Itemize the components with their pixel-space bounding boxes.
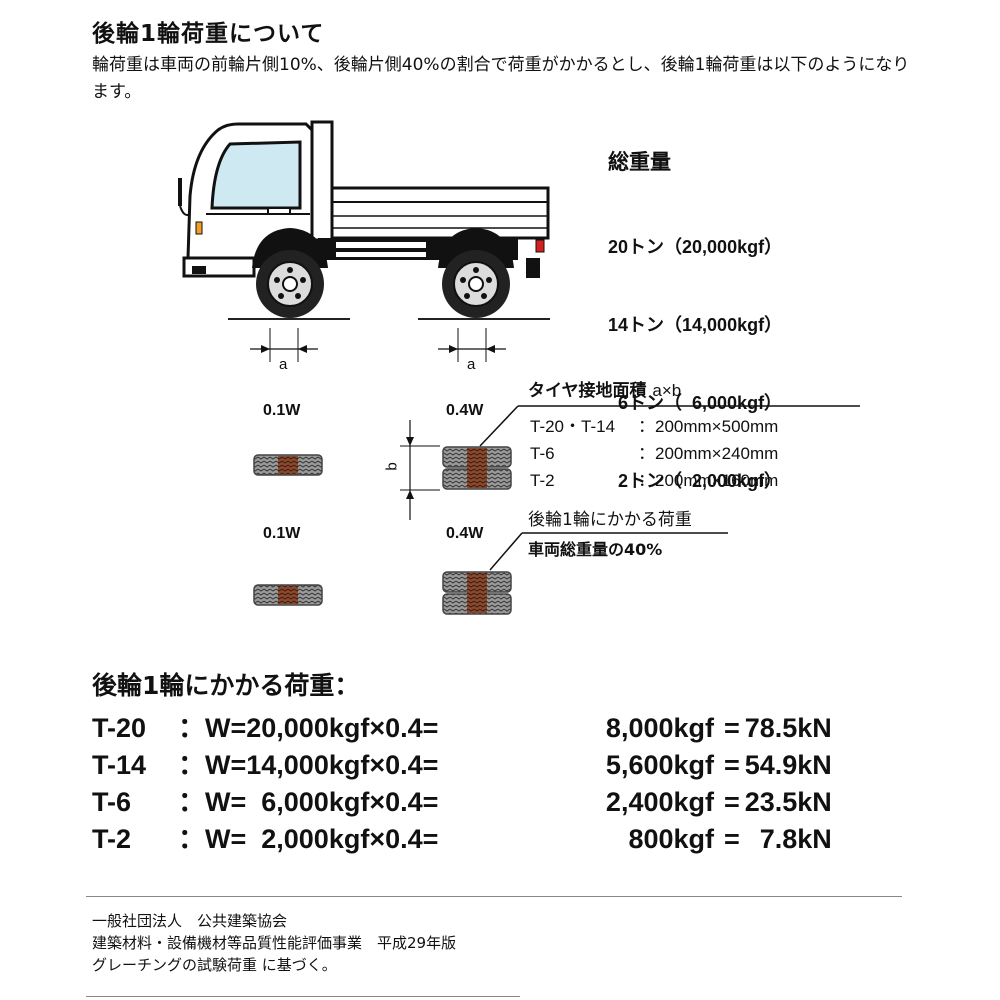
load-row: T-20 ：W=20,000kgf×0.4= 8,000kgf =78.5kN: [92, 706, 832, 745]
tire-area-value: ：200mm×240mm: [638, 444, 779, 463]
footer-line: グレーチングの試験荷重 に基づく。: [92, 956, 337, 974]
tire-area-row: T-20・T-14 ：200mm×500mm: [530, 412, 778, 437]
load-kn: 23.5kN: [744, 787, 832, 817]
footer-line: 建築材料・設備機材等品質性能評価事業 平成29年版: [92, 934, 457, 952]
load-section-title: 後輪1輪にかかる荷重：: [92, 671, 360, 700]
load-eq: =: [724, 824, 740, 854]
load-kgf: 8,000kgf: [605, 713, 714, 743]
load-kn: 54.9kN: [744, 750, 832, 780]
footer-line: 一般社団法人 公共建築協会: [92, 912, 288, 930]
load-type: T-20: [92, 713, 147, 743]
tire-diagram: [250, 328, 860, 615]
total-weight-list: 20トン（20,000kgf） 14トン（14,000kgf） 6トン（ 6,0…: [608, 182, 782, 520]
tire-area-title: タイヤ接地面積 a×b: [528, 376, 681, 401]
tire-area-name: T-20・T-14: [530, 417, 616, 436]
load-formula: ：W= 6,000kgf×0.4=: [178, 787, 439, 817]
truck-illustration: [178, 120, 550, 320]
intro-text: 輪荷重は車両の前輪片側10%、後輪片側40%の割合で荷重がかかるとし、後輪1輪荷…: [92, 55, 910, 102]
tire-area-formula: a×b: [652, 381, 682, 400]
dim-a-rear: a: [467, 356, 476, 373]
load-kgf: 2,400kgf: [605, 787, 714, 817]
load-kn: 7.8kN: [759, 824, 832, 854]
tire-area-value: ：200mm×160mm: [638, 471, 779, 490]
rear-load-label: 後輪1輪にかかる荷重: [528, 510, 692, 530]
total-weight-item: 14トン（14,000kgf）: [608, 315, 783, 335]
load-eq: =: [724, 750, 740, 780]
tire-area-value: ：200mm×500mm: [638, 417, 779, 436]
front-wheel-load-bottom: 0.1W: [263, 525, 301, 542]
total-weight-item: 2トン（ 2,000kgf）: [608, 471, 783, 491]
load-row: T-2 ：W= 2,000kgf×0.4= 800kgf = 7.8kN: [92, 817, 832, 856]
dim-b: b: [383, 462, 401, 471]
load-kgf: 800kgf: [628, 824, 714, 854]
tire-area-row: T-6 ：200mm×240mm: [530, 439, 778, 464]
front-wheel-load-top: 0.1W: [263, 402, 301, 419]
load-formula: ：W= 2,000kgf×0.4=: [178, 824, 439, 854]
load-kn: 78.5kN: [744, 713, 832, 743]
tire-area-name: T-2: [530, 471, 555, 490]
tire-area-title-text: タイヤ接地面積: [528, 381, 647, 401]
load-formula: ：W=14,000kgf×0.4=: [178, 750, 439, 780]
tire-area-name: T-6: [530, 444, 555, 463]
total-weight-item: 6トン（ 6,000kgf）: [608, 393, 783, 413]
tire-area-row: T-2 ：200mm×160mm: [530, 466, 778, 491]
load-type: T-14: [92, 750, 147, 780]
dim-a-front: a: [279, 356, 288, 373]
rear-wheel-load-bottom: 0.4W: [446, 525, 484, 542]
load-formula: ：W=20,000kgf×0.4=: [178, 713, 439, 743]
total-weight-title: 総重量: [608, 150, 671, 174]
page-title: 後輪1輪荷重について: [92, 21, 325, 47]
load-eq: =: [724, 787, 740, 817]
footer-divider-bottom: [86, 996, 520, 997]
load-type: T-6: [92, 787, 132, 817]
load-kgf: 5,600kgf: [605, 750, 714, 780]
load-eq: =: [724, 713, 740, 743]
load-row: T-14 ：W=14,000kgf×0.4= 5,600kgf =54.9kN: [92, 743, 832, 782]
footer-note: 一般社団法人 公共建築協会 建築材料・設備機材等品質性能評価事業 平成29年版 …: [92, 910, 456, 976]
load-type: T-2: [92, 824, 132, 854]
rear-load-value: 車両総重量の40%: [528, 540, 663, 559]
total-weight-item: 20トン（20,000kgf）: [608, 237, 783, 257]
rear-wheel-load-top: 0.4W: [446, 402, 484, 419]
load-row: T-6 ：W= 6,000kgf×0.4= 2,400kgf =23.5kN: [92, 780, 832, 819]
footer-divider-top: [86, 896, 902, 897]
